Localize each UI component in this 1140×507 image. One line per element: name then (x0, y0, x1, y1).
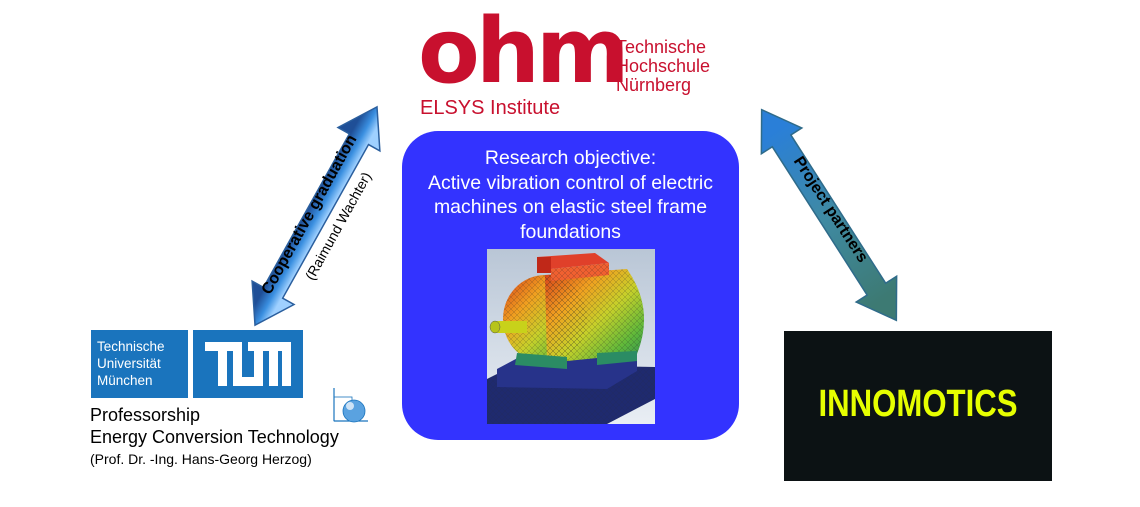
panel-line: Research objective: (484, 147, 657, 169)
ohm-university-name: Technische Hochschule Nürnberg (616, 38, 756, 95)
electric-motor-fem-image (487, 249, 655, 424)
professor-name: (Prof. Dr. -Ing. Hans-Georg Herzog) (90, 451, 312, 467)
tum-name-line: München (97, 373, 153, 388)
tum-name-line: Technische (97, 339, 165, 354)
tum-logo-mark (193, 330, 303, 398)
chair-logo-icon (333, 388, 368, 423)
panel-line: machines on elastic steel frame (433, 196, 708, 218)
professorship-line: Professorship (90, 405, 201, 425)
tum-logo-name-box (91, 330, 188, 398)
ohm-name-line: Nürnberg (616, 75, 692, 95)
tum-logo-mark-graphic (205, 342, 291, 386)
tum-name-line: Universität (97, 356, 161, 371)
panel-line: foundations (520, 220, 621, 243)
elsys-institute-label: ELSYS Institute (420, 97, 561, 119)
project-partners-arrow (760, 108, 898, 322)
ohm-name-line: Technische (616, 37, 707, 57)
ohm-logo-wordmark: ohm (418, 0, 630, 104)
tum-logo-name: Technische Universität München (97, 338, 165, 389)
innomotics-logo-text: INNOMOTICS (818, 383, 1018, 425)
ohm-name-line: Hochschule (616, 56, 711, 76)
cooperative-graduation-arrow (251, 105, 381, 327)
research-objective-text: Research objective: Active vibration con… (402, 146, 739, 244)
professorship-line: Energy Conversion Technology (90, 427, 339, 447)
professorship-text: Professorship Energy Conversion Technolo… (90, 404, 339, 470)
panel-line: Active vibration control of electric (427, 171, 714, 194)
innomotics-logo-box (784, 331, 1052, 481)
